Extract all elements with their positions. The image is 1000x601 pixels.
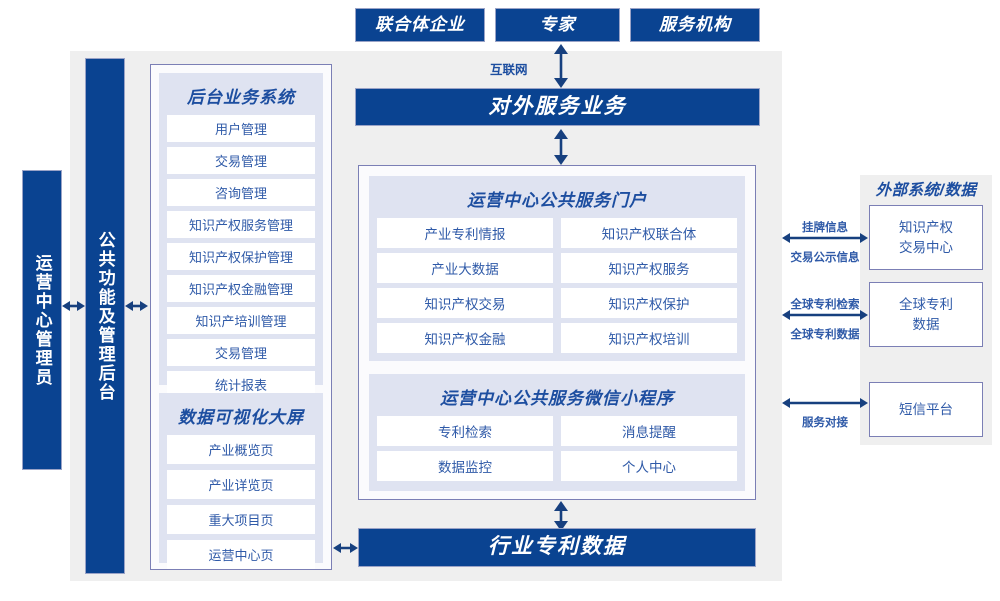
public-portal-title: 运营中心公共服务门户 [467,191,647,210]
portal-item-1[interactable]: 知识产权联合体 [561,218,737,248]
top-actor-label-3: 服务机构 [659,15,731,35]
external-box-1-line1: 全球专利 [899,296,953,312]
external-connector-label-1-above: 挂牌信息 [802,222,848,234]
backend-system-items: 用户管理 交易管理 咨询管理 知识产权服务管理 知识产权保护管理 知识产权金融管… [167,115,315,398]
external-box-1-text: 全球专利 数据 [899,295,953,334]
pillar-connector-arrow-1 [62,301,85,311]
dataviz-item-2[interactable]: 重大项目页 [167,505,315,534]
backend-item-7[interactable]: 交易管理 [167,339,315,366]
pillar-label-2: 公共功能及管理后台 [95,230,115,402]
external-box-0-line2: 交易中心 [899,239,953,255]
portal-item-4[interactable]: 知识产权交易 [377,288,553,318]
backend-item-2[interactable]: 咨询管理 [167,179,315,206]
dataviz-item-0[interactable]: 产业概览页 [167,435,315,464]
portal-item-7[interactable]: 知识产权培训 [561,323,737,353]
dataviz-item-3[interactable]: 运营中心页 [167,540,315,569]
miniprogram-item-3[interactable]: 个人中心 [561,451,737,481]
internet-arrow [554,44,568,88]
industry-patent-data-bar[interactable]: 行业专利数据 [358,528,756,567]
external-service-label: 对外服务业务 [488,94,627,118]
top-actor-box-1[interactable]: 联合体企业 [355,8,485,42]
data-visualization-group: 数据可视化大屏 产业概览页 产业详览页 重大项目页 运营中心页 [159,393,323,569]
public-portal-group: 运营中心公共服务门户 产业专利情报 知识产权联合体 产业大数据 知识产权服务 知… [369,176,745,361]
data-visualization-title: 数据可视化大屏 [178,408,304,427]
wechat-miniprogram-title: 运营中心公共服务微信小程序 [440,389,674,408]
wechat-miniprogram-group: 运营中心公共服务微信小程序 专利检索 消息提醒 数据监控 个人中心 [369,374,745,491]
external-box-0-line1: 知识产权 [899,219,953,235]
top-actor-box-3[interactable]: 服务机构 [630,8,760,42]
external-connector-arrow-1 [782,233,868,243]
service-to-portal-arrow [554,129,568,165]
wechat-miniprogram-items: 专利检索 消息提醒 数据监控 个人中心 [377,416,737,481]
left-card-to-industry-arrow [333,543,358,553]
external-systems-title: 外部系统/数据 [875,182,977,199]
industry-patent-data-label: 行业专利数据 [488,535,626,559]
backend-system-group: 后台业务系统 用户管理 交易管理 咨询管理 知识产权服务管理 知识产权保护管理 … [159,73,323,398]
backend-system-title: 后台业务系统 [187,88,295,107]
portal-item-2[interactable]: 产业大数据 [377,253,553,283]
external-box-global-patent-data[interactable]: 全球专利 数据 [869,282,983,347]
backend-item-5[interactable]: 知识产权金融管理 [167,275,315,302]
top-actor-label-1: 联合体企业 [375,15,465,35]
top-actor-label-2: 专家 [539,15,576,35]
external-box-2-line1: 短信平台 [899,401,953,417]
portal-item-3[interactable]: 知识产权服务 [561,253,737,283]
external-connector-label-2-below: 全球专利数据 [790,329,860,341]
backend-item-3[interactable]: 知识产权服务管理 [167,211,315,238]
portal-to-industry-arrow [554,501,568,531]
external-connector-label-2-above: 全球专利检索 [790,299,860,311]
pillar-connector-arrow-2 [125,301,148,311]
portal-item-0[interactable]: 产业专利情报 [377,218,553,248]
external-box-ip-trading-center[interactable]: 知识产权 交易中心 [869,205,983,270]
external-connector-label-1-below: 交易公示信息 [790,252,860,264]
pillar-operation-center-admin[interactable]: 运营中心管理员 [22,170,62,470]
miniprogram-item-0[interactable]: 专利检索 [377,416,553,446]
external-connector-label-3-below: 服务对接 [802,417,848,429]
external-service-bar[interactable]: 对外服务业务 [355,88,760,126]
portal-item-6[interactable]: 知识产权金融 [377,323,553,353]
data-visualization-items: 产业概览页 产业详览页 重大项目页 运营中心页 [167,435,315,569]
external-connector-arrow-3 [782,398,868,408]
backend-item-4[interactable]: 知识产权保护管理 [167,243,315,270]
internet-label: 互联网 [490,63,528,77]
pillar-common-function-backend[interactable]: 公共功能及管理后台 [85,58,125,574]
external-box-0-text: 知识产权 交易中心 [899,218,953,257]
external-box-sms-platform[interactable]: 短信平台 [869,382,983,437]
pillar-label-1: 运营中心管理员 [32,253,52,387]
external-connector-arrow-2 [782,310,868,320]
portal-item-5[interactable]: 知识产权保护 [561,288,737,318]
miniprogram-item-1[interactable]: 消息提醒 [561,416,737,446]
miniprogram-item-2[interactable]: 数据监控 [377,451,553,481]
dataviz-item-1[interactable]: 产业详览页 [167,470,315,499]
backend-item-0[interactable]: 用户管理 [167,115,315,142]
backend-card: 后台业务系统 用户管理 交易管理 咨询管理 知识产权服务管理 知识产权保护管理 … [150,64,332,570]
portal-card: 运营中心公共服务门户 产业专利情报 知识产权联合体 产业大数据 知识产权服务 知… [358,165,756,500]
backend-item-1[interactable]: 交易管理 [167,147,315,174]
backend-item-6[interactable]: 知识产培训管理 [167,307,315,334]
external-box-1-line2: 数据 [912,316,940,332]
public-portal-items: 产业专利情报 知识产权联合体 产业大数据 知识产权服务 知识产权交易 知识产权保… [377,218,737,353]
top-actor-box-2[interactable]: 专家 [495,8,620,42]
